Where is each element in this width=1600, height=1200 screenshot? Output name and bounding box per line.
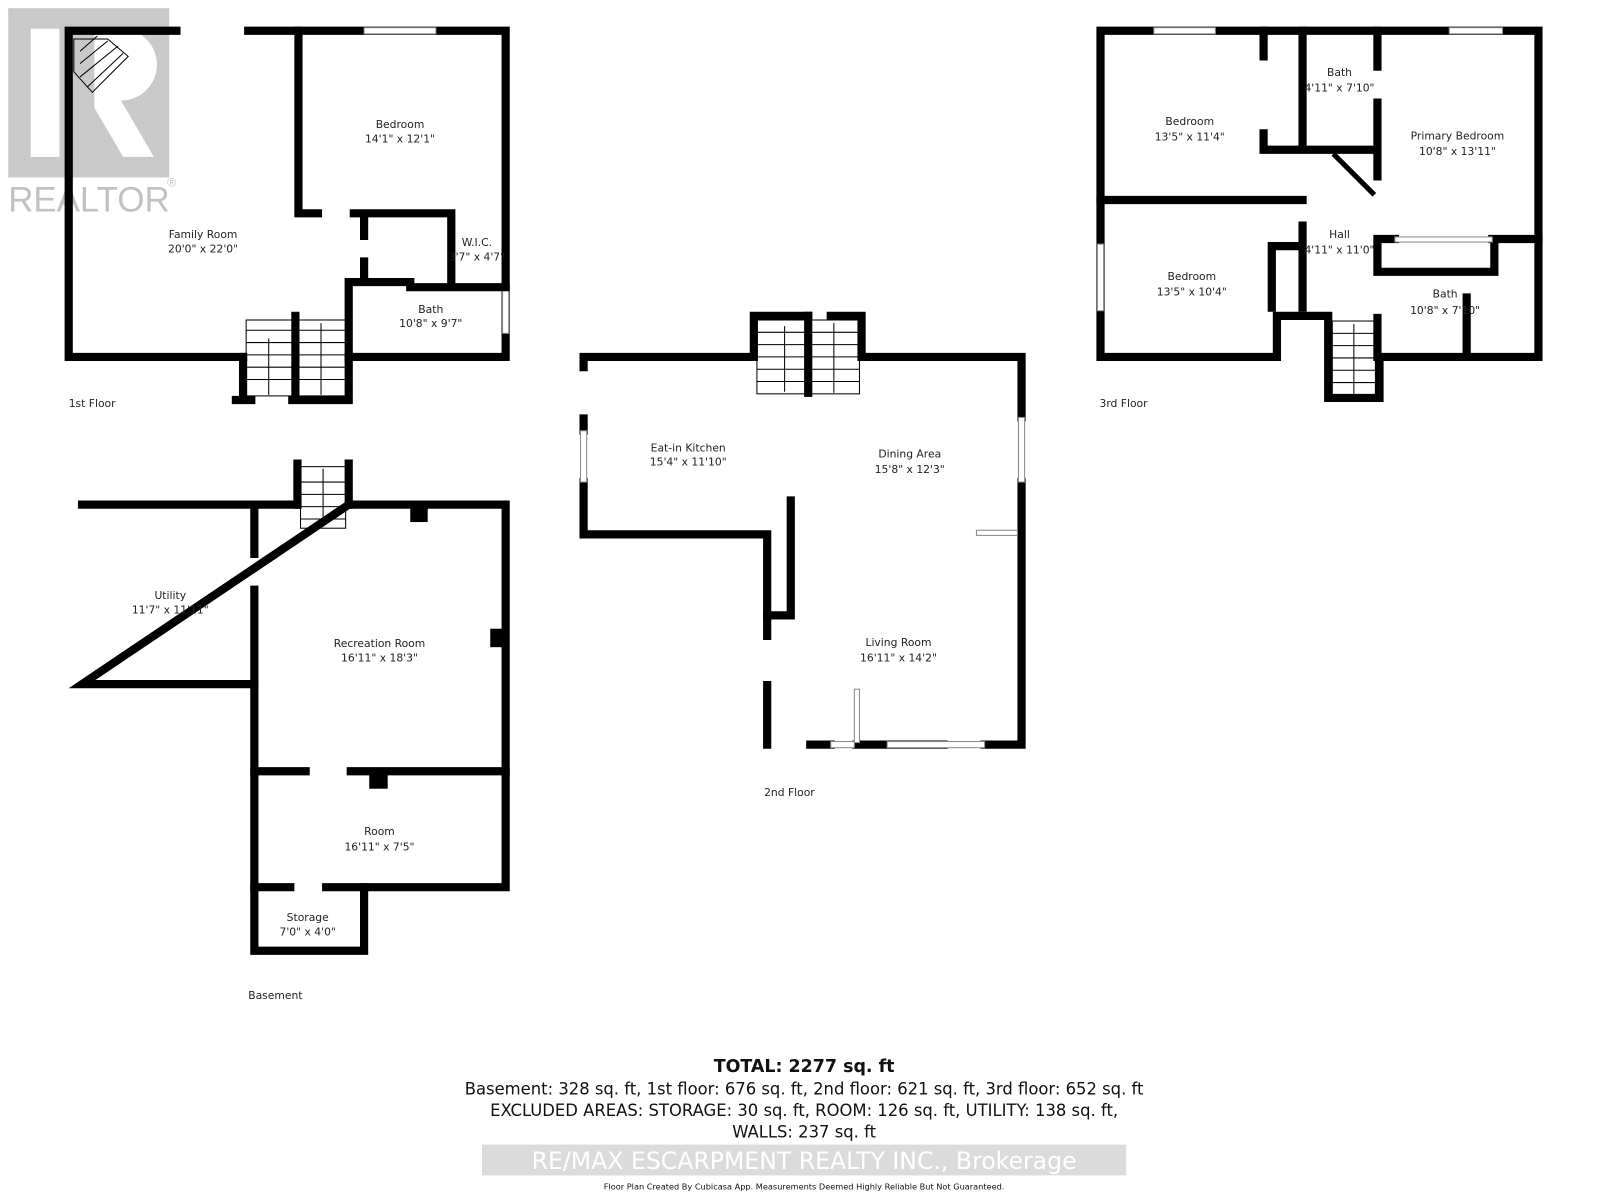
first-floor-plan: Family Room 20'0" x 22'0" Bedroom 14'1" … xyxy=(64,26,510,410)
room-name: Room xyxy=(364,825,395,838)
third-floor-plan: Bedroom 13'5" x 11'4" Bath 4'11" x 7'10"… xyxy=(1096,26,1543,410)
room-name: Living Room xyxy=(865,636,931,649)
room-size: 4'11" x 11'0" xyxy=(1304,243,1374,256)
second-floor-plan: Eat-in Kitchen 15'4" x 11'10" Dining Are… xyxy=(579,311,1026,799)
room-name: Bedroom xyxy=(1167,270,1216,283)
disclaimer: Floor Plan Created By Cubicasa App. Meas… xyxy=(604,1182,1005,1192)
svg-text:REALTOR: REALTOR xyxy=(8,180,169,219)
fireplace xyxy=(73,35,129,94)
room-size: 10'8" x 9'7" xyxy=(399,317,462,330)
room-name: Bath xyxy=(418,303,443,316)
room-name: Primary Bedroom xyxy=(1411,129,1505,142)
floor-label: Basement xyxy=(248,989,302,1002)
basement-plan: Utility 11'7" x 11'11" Recreation Room 1… xyxy=(68,459,510,1002)
room-size: 10'8" x 7'10" xyxy=(1410,304,1480,317)
room-name: Bath xyxy=(1433,287,1458,300)
column xyxy=(490,628,503,648)
room-name: Hall xyxy=(1329,228,1350,241)
brokerage-watermark: RE/MAX ESCARPMENT REALTY INC., Brokerage xyxy=(532,1147,1077,1175)
svg-text:®: ® xyxy=(167,176,176,190)
room-name: Family Room xyxy=(169,228,238,241)
excluded-areas: EXCLUDED AREAS: STORAGE: 30 sq. ft, ROOM… xyxy=(490,1101,1118,1120)
total-area: TOTAL: 2277 sq. ft xyxy=(714,1057,895,1077)
room-size: 3'7" x 4'7" xyxy=(449,251,505,264)
room-name: Bath xyxy=(1327,66,1352,79)
room-size: 10'8" x 13'11" xyxy=(1419,145,1496,158)
brokerage-watermark-band xyxy=(482,1144,1127,1176)
room-size: 15'8" x 12'3" xyxy=(875,463,945,476)
room-size: 16'11" x 7'5" xyxy=(344,840,414,853)
room-size: 4'11" x 7'10" xyxy=(1304,81,1374,94)
room-size: 20'0" x 22'0" xyxy=(168,242,238,255)
room-name: Dining Area xyxy=(878,447,941,460)
room-size: 11'7" x 11'11" xyxy=(132,603,209,616)
floor-label: 3rd Floor xyxy=(1099,397,1148,410)
walls-area: WALLS: 237 sq. ft xyxy=(732,1122,876,1141)
column xyxy=(410,504,428,523)
column xyxy=(369,771,388,789)
room-size: 16'11" x 14'2" xyxy=(860,652,937,665)
room-name: Utility xyxy=(154,589,186,602)
room-name: Storage xyxy=(287,911,329,924)
room-name: Bedroom xyxy=(376,118,425,131)
room-name: W.I.C. xyxy=(462,236,492,249)
realtor-logo-watermark: REALTOR ® xyxy=(8,8,176,219)
room-size: 13'5" x 10'4" xyxy=(1157,285,1227,298)
room-name: Eat-in Kitchen xyxy=(651,441,726,454)
room-name: Recreation Room xyxy=(334,637,426,650)
room-size: 14'1" x 12'1" xyxy=(365,133,435,146)
floor-label: 2nd Floor xyxy=(764,786,815,799)
room-size: 13'5" x 11'4" xyxy=(1155,131,1225,144)
staircase xyxy=(231,311,353,405)
floor-label: 1st Floor xyxy=(69,397,116,410)
floor-areas: Basement: 328 sq. ft, 1st floor: 676 sq.… xyxy=(465,1079,1144,1098)
room-name: Bedroom xyxy=(1165,115,1214,128)
room-size: 16'11" x 18'3" xyxy=(341,652,418,665)
room-size: 7'0" x 4'0" xyxy=(280,925,336,938)
room-size: 15'4" x 11'10" xyxy=(650,456,727,469)
area-summary: TOTAL: 2277 sq. ft Basement: 328 sq. ft,… xyxy=(465,1057,1144,1192)
